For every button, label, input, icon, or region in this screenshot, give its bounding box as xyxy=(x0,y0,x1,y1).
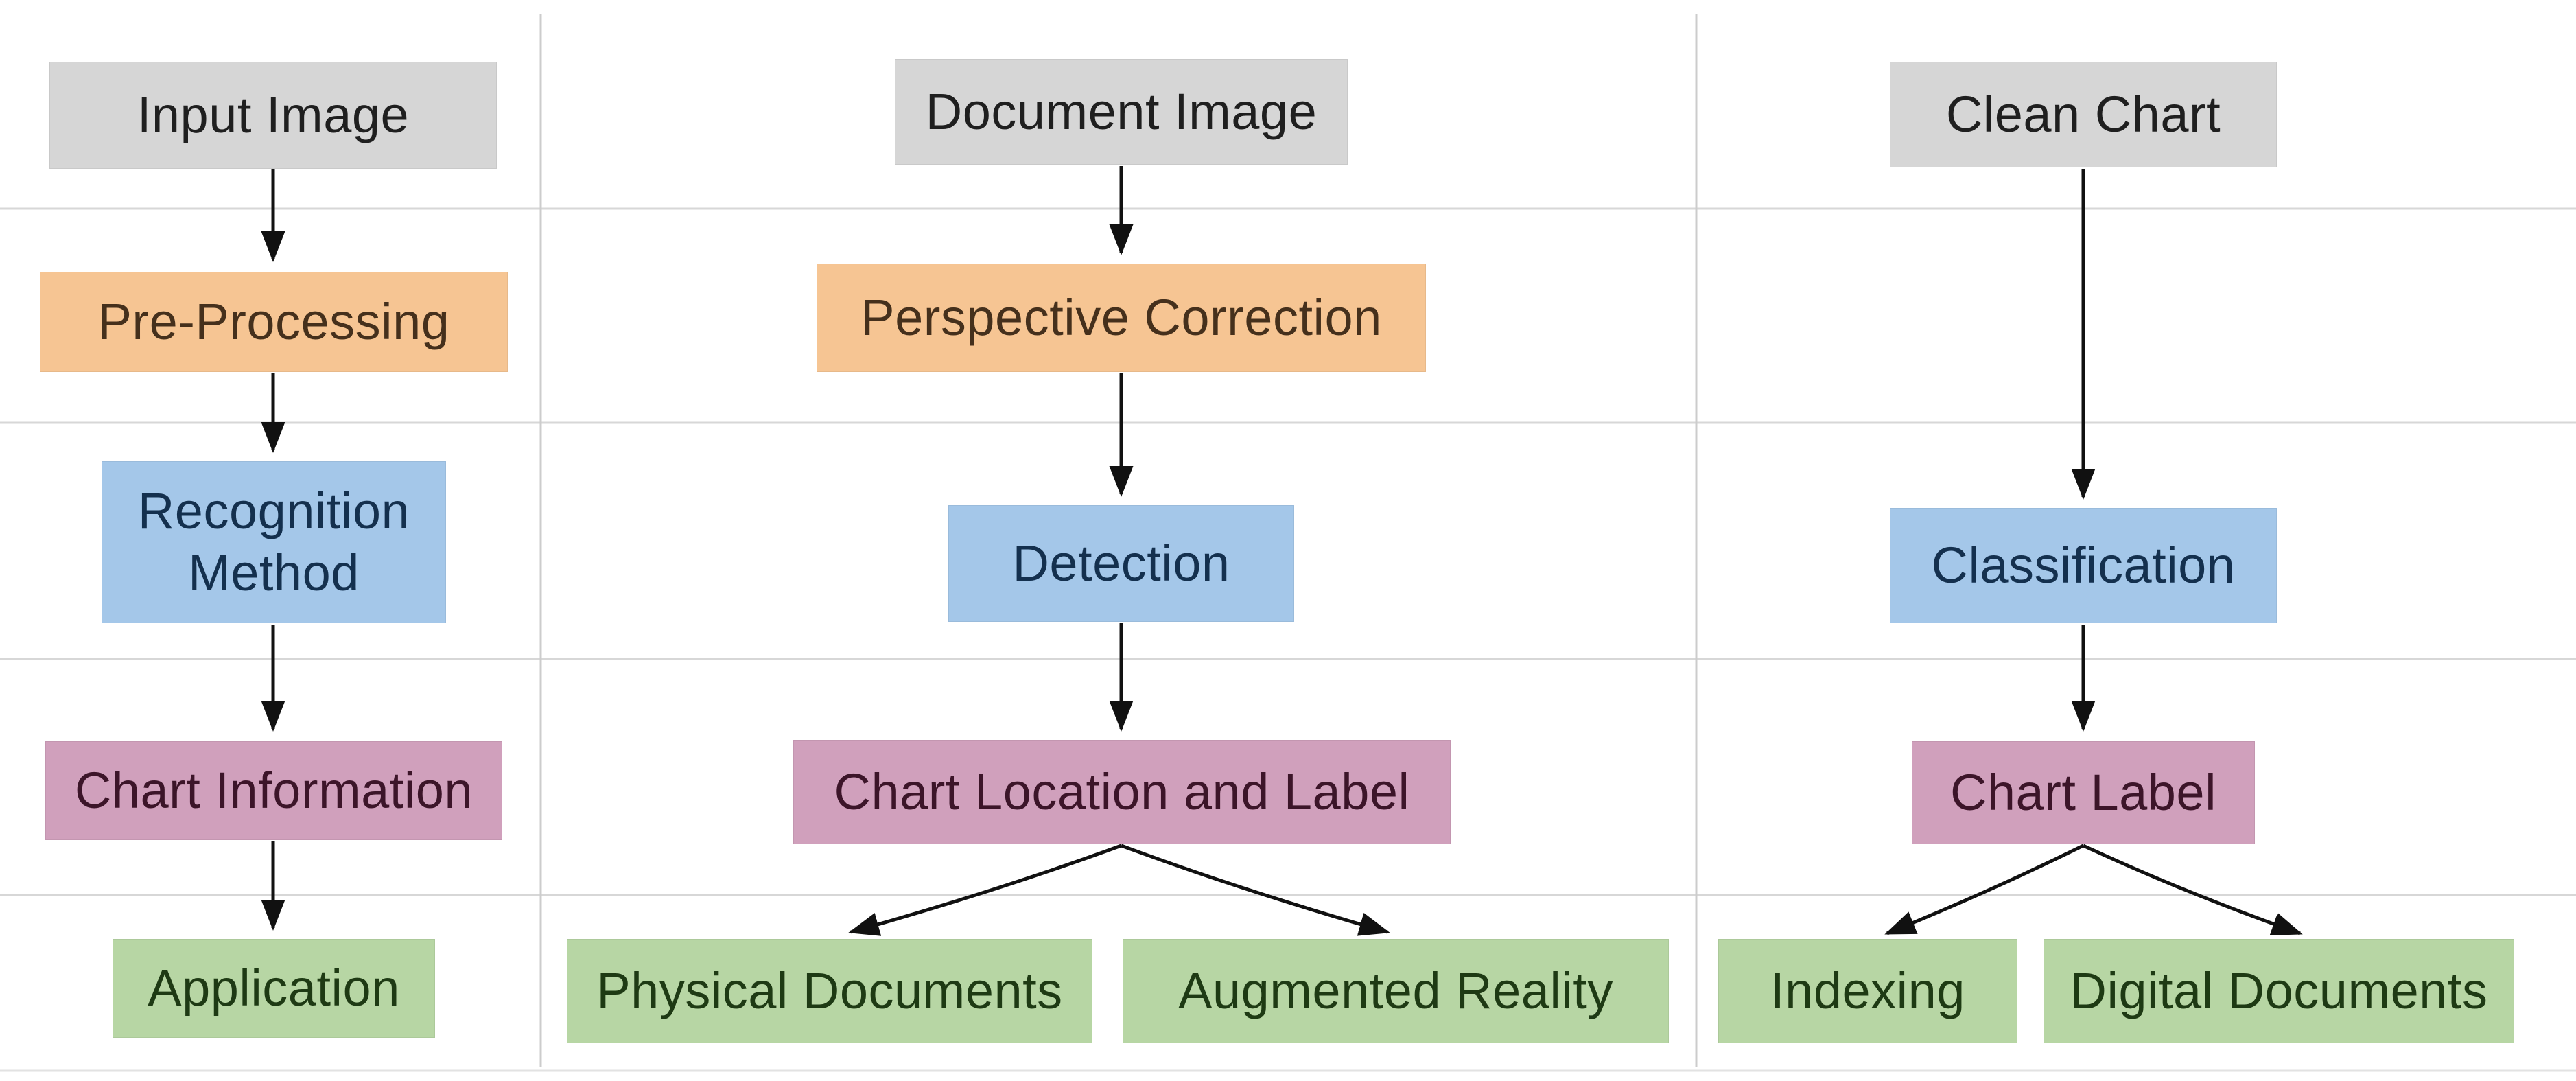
arrow-chart-label-to-indexing xyxy=(1884,844,2085,935)
node-physical-documents: Physical Documents xyxy=(567,939,1092,1043)
node-clean-chart: Clean Chart xyxy=(1890,62,2277,167)
node-input-image: Input Image xyxy=(49,62,497,169)
node-chart-information: Chart Information xyxy=(45,741,502,840)
node-indexing: Indexing xyxy=(1718,939,2017,1043)
node-classification: Classification xyxy=(1890,508,2277,623)
arrow-chart-location-label-to-physical-documents xyxy=(848,844,1122,936)
node-augmented-reality: Augmented Reality xyxy=(1123,939,1669,1043)
node-application: Application xyxy=(113,939,435,1038)
node-pre-processing: Pre-Processing xyxy=(40,272,508,372)
node-digital-documents: Digital Documents xyxy=(2044,939,2514,1043)
arrow-chart-label-to-digital-documents xyxy=(2082,844,2303,935)
node-chart-location-and-label: Chart Location and Label xyxy=(793,740,1451,844)
node-recognition-method: Recognition Method xyxy=(102,461,446,623)
node-chart-label: Chart Label xyxy=(1912,741,2255,844)
node-perspective-correction: Perspective Correction xyxy=(817,264,1426,372)
node-detection: Detection xyxy=(948,505,1294,622)
node-document-image: Document Image xyxy=(895,59,1348,165)
arrow-chart-location-label-to-augmented-reality xyxy=(1121,844,1390,936)
